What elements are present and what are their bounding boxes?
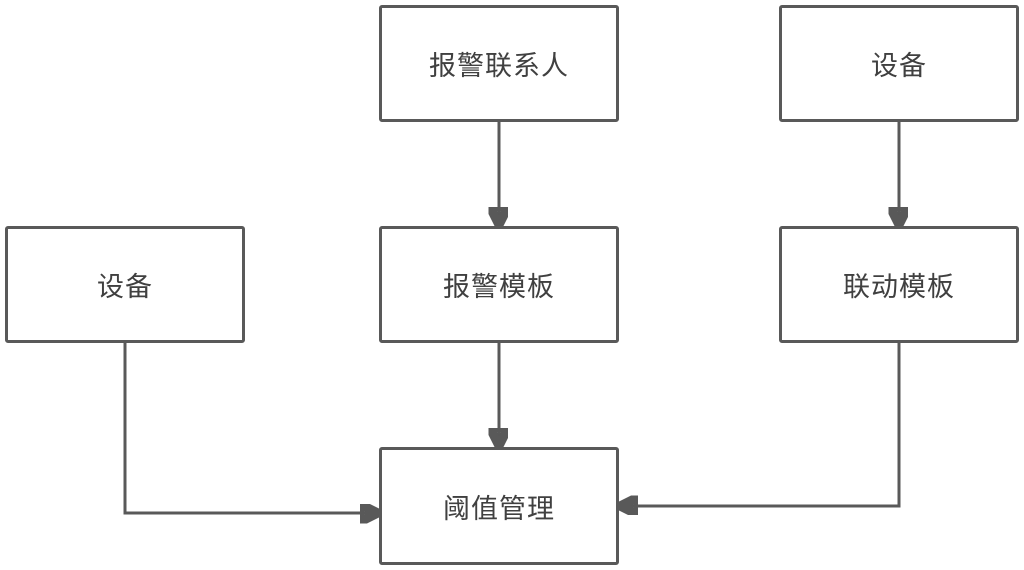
edge-linkage-template-to-threshold — [621, 343, 901, 506]
node-linkage-template: 联动模板 — [779, 226, 1019, 343]
node-threshold-label: 阈值管理 — [443, 493, 555, 524]
node-alarm-contacts-label: 报警联系人 — [429, 51, 569, 81]
node-linkage-template-label: 联动模板 — [843, 272, 955, 302]
node-device-left: 设备 — [5, 226, 245, 343]
node-alarm-contacts: 报警联系人 — [379, 5, 619, 122]
node-alarm-template: 报警模板 — [379, 226, 619, 343]
node-alarm-template-label: 报警模板 — [443, 272, 555, 302]
node-device-left-label: 设备 — [97, 272, 153, 302]
node-device-right-label: 设备 — [871, 51, 927, 81]
node-threshold: 阈值管理 — [379, 447, 619, 565]
node-device-right: 设备 — [779, 5, 1019, 122]
edge-device-left-to-threshold — [123, 343, 377, 513]
